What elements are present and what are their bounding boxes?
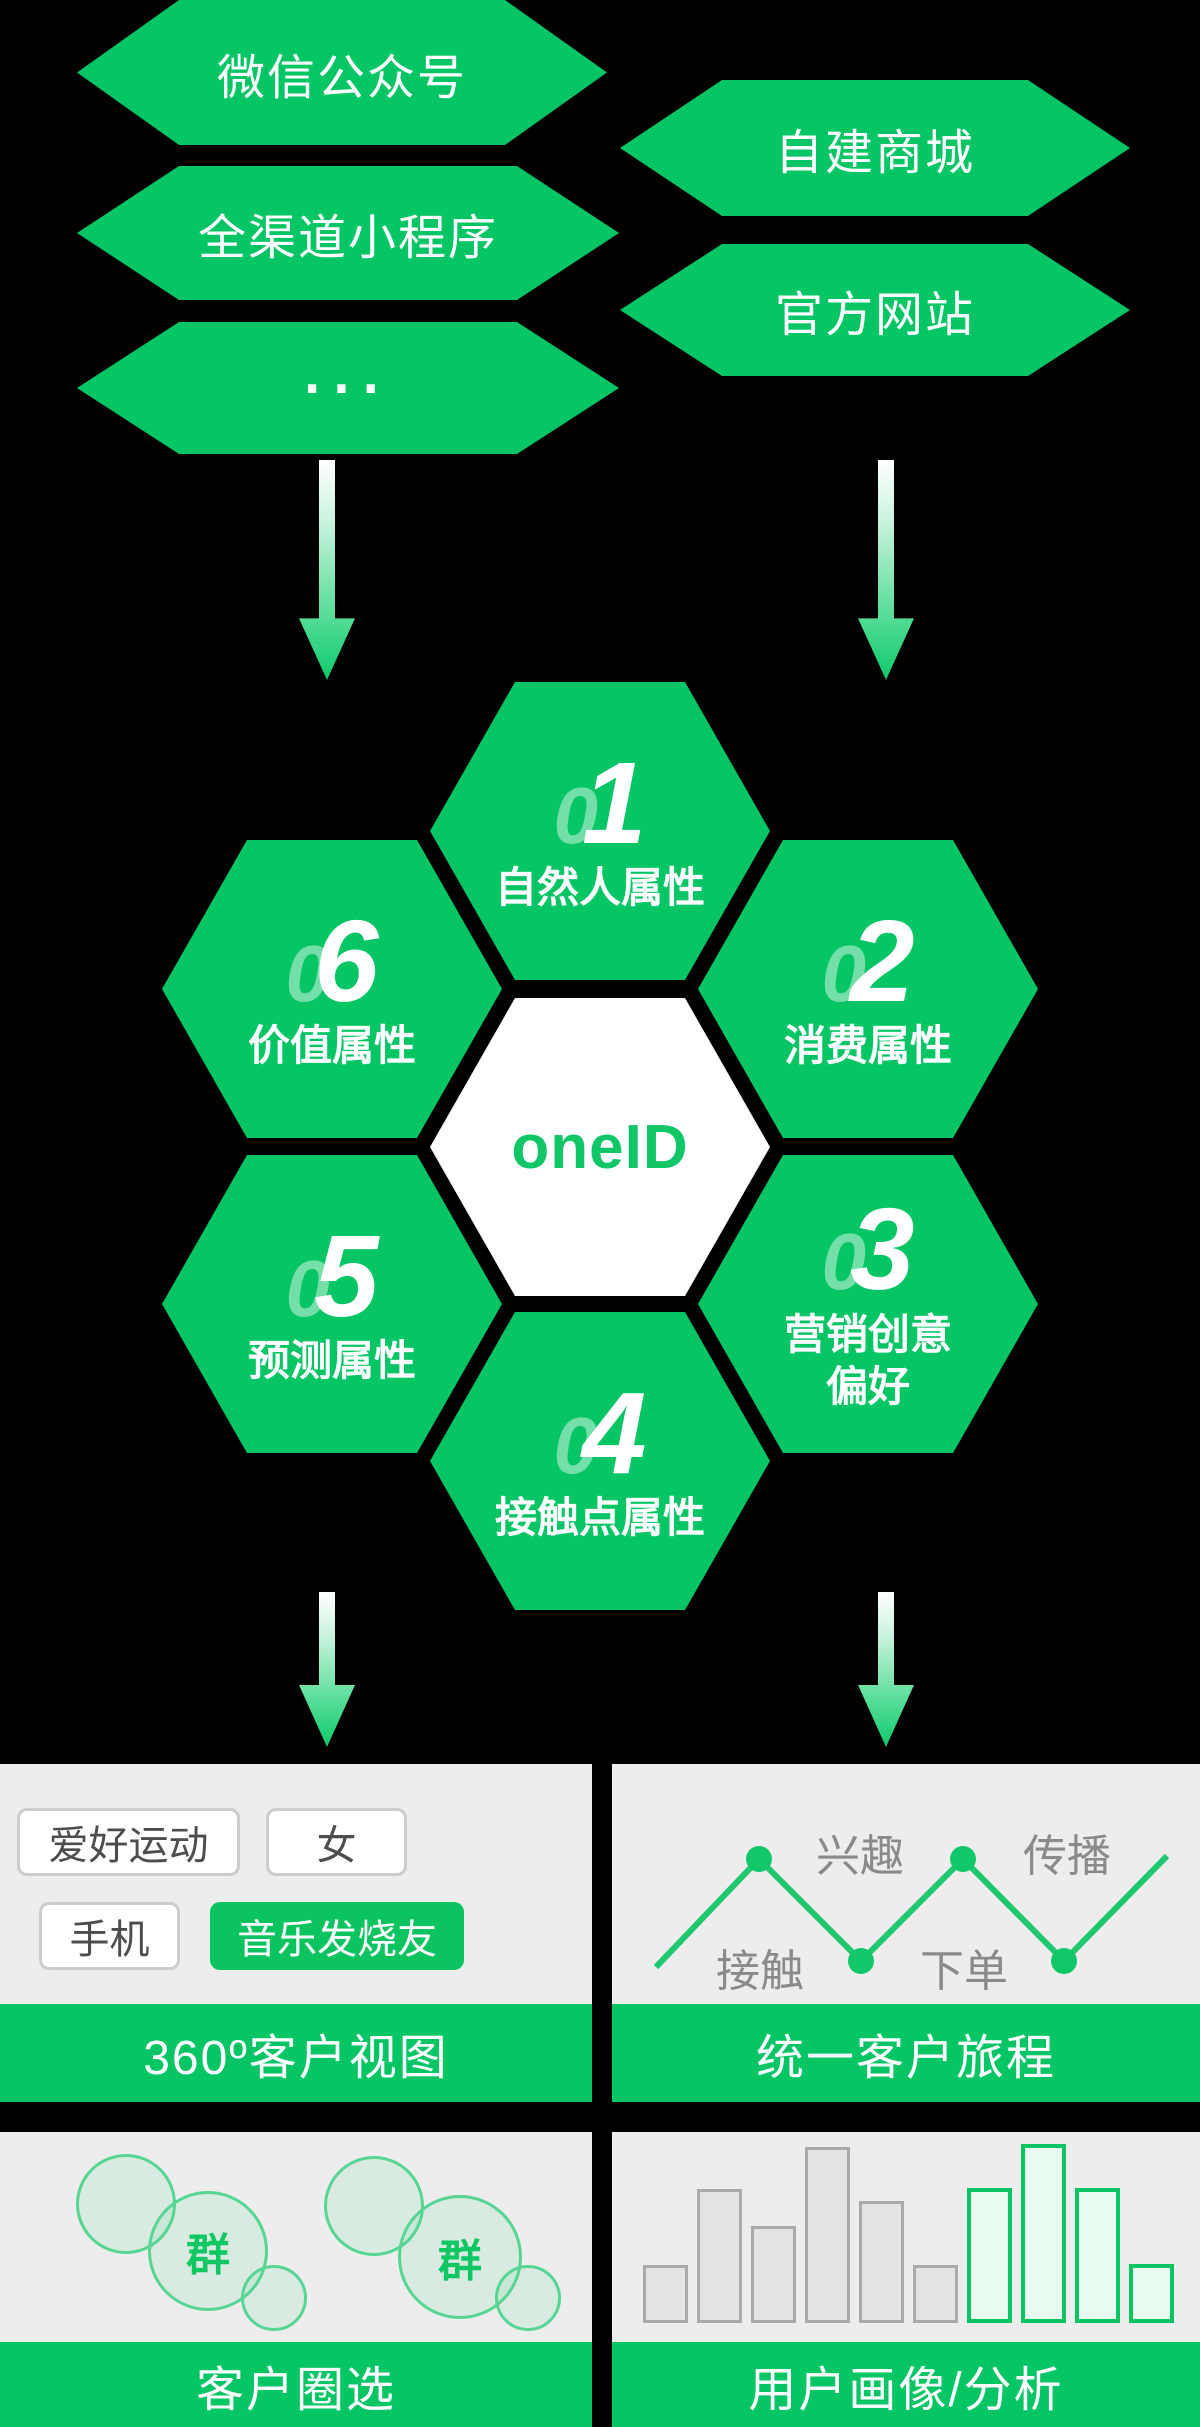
card-unified-customer-journey: 接触 兴趣 下单 传播 统一客户旅程	[612, 1764, 1200, 2102]
profile-bar	[697, 2189, 742, 2323]
journey-dot	[1051, 1948, 1077, 1974]
profile-bar	[859, 2201, 904, 2323]
customer-tag-sports: 爱好运动	[17, 1808, 240, 1876]
card-title-user-profile-analysis: 用户画像/分析	[612, 2342, 1200, 2427]
card-title-unified-customer-journey: 统一客户旅程	[612, 2004, 1200, 2102]
segment-circle	[495, 2265, 561, 2331]
channel-banner-omnichannel-miniprogram: 全渠道小程序	[77, 166, 619, 300]
hex-number-digit: 4	[581, 1367, 647, 1498]
hex-label: 价值属性	[247, 1021, 416, 1069]
profile-bar	[913, 2265, 958, 2323]
hex-label: 预测属性	[247, 1336, 416, 1384]
customer-tag-female: 女	[266, 1808, 407, 1876]
journey-line	[653, 1853, 1170, 1970]
channel-banner-label: 官方网站	[774, 289, 975, 342]
hex-number: 06	[285, 903, 378, 1019]
channel-banner-official-website: 官方网站	[620, 244, 1130, 376]
profile-bar	[805, 2147, 850, 2323]
down-arrow-icon	[299, 1592, 355, 1747]
hex-number-ghost: 0	[553, 1400, 598, 1490]
tag-label: 音乐发烧友	[237, 1918, 437, 1962]
hex-number: 04	[553, 1375, 646, 1491]
channel-banner-label: 微信公众号	[216, 51, 467, 105]
card-title-360-customer-view: 360º客户视图	[0, 2004, 592, 2102]
tag-label: 手机	[69, 1918, 150, 1962]
group-label: 群	[186, 2231, 230, 2280]
customer-tag-mobile: 手机	[39, 1902, 180, 1970]
hex-number-digit: 6	[313, 895, 379, 1026]
card-user-profile-analysis: 用户画像/分析	[612, 2132, 1200, 2427]
journey-chart: 接触 兴趣 下单 传播	[612, 1764, 1200, 2004]
down-arrow-icon	[299, 460, 355, 680]
channel-banner-own-mall: 自建商城	[620, 80, 1130, 216]
hex-oneid-center: oneID	[430, 998, 770, 1296]
journey-dot	[746, 1846, 772, 1872]
journey-stage-interest: 兴趣	[816, 1832, 904, 1881]
hex-number-digit: 5	[313, 1210, 379, 1341]
hex-attribute-natural-person: 01 自然人属性	[430, 682, 770, 980]
hex-label: 自然人属性	[494, 863, 705, 911]
card-360-customer-view: 爱好运动 女 手机 音乐发烧友 360º客户视图	[0, 1764, 592, 2102]
journey-dot	[950, 1846, 976, 1872]
hex-label: 接触点属性	[494, 1493, 705, 1541]
card-360-body: 爱好运动 女 手机 音乐发烧友	[0, 1764, 592, 2004]
segment-bubbles: 群 群	[0, 2132, 592, 2342]
journey-dot	[848, 1948, 874, 1974]
hex-label-line1: 营销创意	[783, 1310, 952, 1358]
segment-circle	[241, 2265, 307, 2331]
channel-banner-wechat-official-account: 微信公众号	[77, 0, 607, 145]
down-arrow-icon	[858, 1592, 914, 1747]
hex-attribute-prediction: 05 预测属性	[162, 1155, 502, 1453]
hex-number: 03	[821, 1191, 914, 1307]
hex-label-line2: 偏好	[825, 1363, 910, 1411]
group-label: 群	[438, 2237, 482, 2286]
card-customer-segmentation: 群 群 客户圈选	[0, 2132, 592, 2427]
hex-number-ghost: 0	[285, 1243, 330, 1333]
journey-zigzag-line: 接触 兴趣 下单 传播	[653, 1832, 1170, 1996]
tag-label: 女	[316, 1824, 357, 1868]
hex-label: 消费属性	[783, 1021, 952, 1069]
hex-attribute-value: 06 价值属性	[162, 840, 502, 1138]
card-title-customer-segmentation: 客户圈选	[0, 2342, 592, 2427]
channel-banner-label: 自建商城	[774, 127, 975, 180]
profile-bar	[1075, 2188, 1120, 2323]
channel-banner-label: ···	[304, 355, 392, 421]
journey-stage-spread: 传播	[1023, 1832, 1111, 1881]
hex-number-digit: 2	[849, 895, 915, 1026]
hex-number: 01	[553, 745, 646, 861]
journey-stage-touch: 接触	[716, 1947, 804, 1996]
journey-stage-order: 下单	[920, 1947, 1008, 1996]
hex-label: 营销创意偏好	[784, 1309, 952, 1414]
channel-banner-label: 全渠道小程序	[197, 212, 498, 265]
hex-attribute-touchpoint: 04 接触点属性	[430, 1312, 770, 1610]
channel-banner-more-ellipsis: ···	[77, 322, 619, 454]
hex-number-ghost: 0	[821, 928, 866, 1018]
customer-tag-music-fan: 音乐发烧友	[210, 1902, 464, 1970]
profile-bar	[751, 2226, 796, 2323]
profile-bar	[1021, 2144, 1066, 2323]
profile-bar	[1129, 2264, 1174, 2323]
hex-number: 05	[285, 1218, 378, 1334]
profile-bar-chart	[612, 2132, 1200, 2342]
hex-attribute-marketing-creative-preference: 03 营销创意偏好	[698, 1155, 1038, 1453]
down-arrow-icon	[858, 460, 914, 680]
hex-number-ghost: 0	[285, 928, 330, 1018]
profile-bar	[643, 2265, 688, 2323]
oneid-label: oneID	[511, 1112, 689, 1182]
hex-number: 02	[821, 903, 914, 1019]
hex-number-digit: 1	[581, 737, 647, 868]
hex-attribute-consumption: 02 消费属性	[698, 840, 1038, 1138]
hex-number-ghost: 0	[553, 770, 598, 860]
hex-number-digit: 3	[849, 1184, 915, 1315]
profile-bar	[967, 2188, 1012, 2323]
tag-label: 爱好运动	[48, 1824, 209, 1868]
hex-number-ghost: 0	[821, 1217, 866, 1307]
